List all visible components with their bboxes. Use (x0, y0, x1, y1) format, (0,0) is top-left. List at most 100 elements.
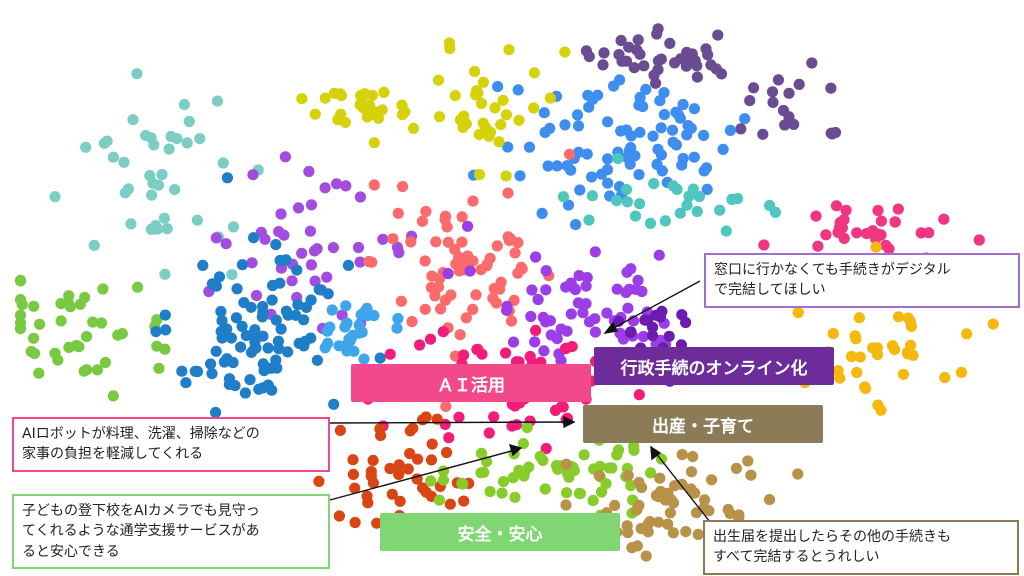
scatter-point-cluster-9 (545, 329, 557, 341)
scatter-point-cluster-15 (453, 411, 465, 423)
scatter-point-cluster-8 (490, 297, 502, 309)
scatter-point-cluster-16 (663, 330, 675, 342)
scatter-point-cluster-17 (426, 438, 438, 450)
scatter-point-cluster-14 (902, 348, 914, 360)
scatter-point-cluster-17 (334, 424, 346, 436)
scatter-point-cluster-2 (559, 119, 571, 131)
scatter-point-cluster-19 (636, 481, 648, 494)
scatter-point-cluster-9 (617, 333, 630, 345)
scatter-point-cluster-5 (156, 169, 168, 181)
scatter-point-cluster-0 (680, 60, 693, 72)
scatter-point-cluster-2 (654, 95, 666, 107)
scatter-point-cluster-10 (851, 227, 863, 239)
scatter-point-cluster-17 (425, 454, 438, 466)
scatter-point-cluster-7 (354, 256, 366, 268)
scatter-point-cluster-11 (55, 315, 67, 327)
scatter-point-cluster-15 (506, 420, 518, 432)
scatter-point-cluster-12 (210, 406, 222, 419)
callout-gov-online: 窓口に行かなくても手続きがデジタル で完結してほしい (704, 253, 1020, 308)
scatter-point-cluster-2 (655, 149, 668, 161)
scatter-point-cluster-19 (699, 494, 711, 506)
scatter-point-cluster-7 (319, 182, 331, 194)
scatter-point-cluster-3 (376, 104, 388, 116)
callout-line: で完結してほしい (714, 282, 826, 299)
scatter-point-cluster-2 (637, 101, 649, 113)
scatter-point-cluster-18 (425, 475, 437, 487)
scatter-point-cluster-12 (262, 342, 274, 354)
scatter-point-cluster-2 (688, 151, 700, 163)
scatter-point-cluster-0 (623, 41, 635, 53)
callout-safety: 子どもの登下校をAIカメラでも見守っ てくれるような通学支援サービスがあ ると安… (12, 494, 330, 569)
scatter-point-cluster-0 (638, 60, 650, 72)
callout-line: すべて完結するとうれしい (713, 549, 880, 566)
scatter-point-cluster-2 (688, 103, 701, 115)
scatter-point-cluster-5 (125, 218, 137, 230)
scatter-point-cluster-9 (636, 285, 648, 298)
scatter-point-cluster-12 (270, 239, 282, 251)
scatter-point-cluster-19 (722, 503, 734, 516)
scatter-point-cluster-12 (266, 294, 278, 306)
scatter-point-cluster-4 (500, 170, 512, 182)
scatter-point-cluster-8 (504, 233, 517, 245)
scatter-point-cluster-12 (267, 279, 279, 292)
arrow-gov (609, 280, 701, 331)
scatter-point-cluster-9 (625, 263, 637, 275)
scatter-point-cluster-8 (454, 329, 466, 341)
scatter-point-cluster-2 (656, 165, 668, 177)
scatter-point-cluster-11 (33, 367, 45, 379)
scatter-point-cluster-2 (624, 158, 636, 170)
scatter-point-cluster-0 (632, 34, 644, 46)
scatter-point-cluster-5 (227, 221, 240, 233)
scatter-point-cluster-18 (457, 478, 469, 490)
arrow-safety (329, 449, 516, 501)
scatter-point-cluster-4 (477, 76, 489, 88)
scatter-point-cluster-8 (467, 303, 479, 315)
scatter-point-cluster-2 (615, 125, 627, 137)
callout-line: AIロボットが料理、洗濯、掃除などの (22, 426, 260, 442)
scatter-point-cluster-6 (769, 206, 782, 218)
scatter-point-cluster-5 (118, 156, 130, 168)
scatter-point-cluster-17 (361, 490, 373, 502)
scatter-point-cluster-7 (354, 191, 366, 203)
scatter-point-cluster-2 (561, 160, 573, 172)
scatter-point-cluster-12 (266, 384, 278, 396)
scatter-point-cluster-7 (247, 169, 259, 181)
scatter-point-cluster-10 (880, 239, 892, 251)
scatter-point-cluster-17 (412, 453, 424, 465)
scatter-point-cluster-11 (49, 347, 61, 359)
scatter-point-cluster-2 (492, 81, 504, 93)
scatter-point-cluster-18 (539, 483, 551, 495)
scatter-point-cluster-2 (666, 124, 679, 136)
scatter-point-cluster-7 (278, 229, 290, 241)
scatter-point-cluster-4 (528, 102, 540, 114)
scatter-point-cluster-17 (347, 454, 359, 466)
scatter-point-cluster-12 (253, 383, 265, 395)
scatter-point-cluster-3 (407, 122, 420, 134)
scatter-point-cluster-7 (377, 233, 389, 245)
scatter-point-cluster-1 (779, 119, 791, 131)
scatter-point-cluster-10 (923, 227, 935, 239)
scatter-point-cluster-11 (95, 317, 108, 329)
scatter-point-cluster-3 (319, 92, 331, 104)
scatter-point-cluster-9 (623, 283, 635, 295)
scatter-point-cluster-11 (87, 316, 99, 328)
scatter-point-cluster-19 (560, 499, 572, 511)
scatter-point-cluster-7 (292, 202, 305, 214)
scatter-point-cluster-14 (939, 371, 951, 384)
scatter-point-cluster-2 (602, 177, 614, 189)
scatter-point-cluster-18 (613, 444, 625, 456)
scatter-point-cluster-19 (609, 499, 621, 511)
scatter-point-cluster-12 (342, 259, 354, 271)
scatter-point-cluster-16 (639, 314, 651, 326)
scatter-point-cluster-19 (703, 505, 715, 517)
scatter-point-cluster-12 (248, 330, 260, 343)
scatter-point-cluster-2 (677, 152, 689, 165)
scatter-point-cluster-15 (437, 326, 449, 338)
scatter-point-cluster-17 (384, 462, 396, 475)
scatter-point-cluster-12 (236, 320, 248, 332)
scatter-point-cluster-11 (132, 281, 144, 293)
scatter-point-cluster-7 (220, 238, 232, 250)
scatter-point-cluster-12 (223, 373, 236, 385)
scatter-point-cluster-15 (483, 427, 495, 439)
scatter-point-cluster-4 (559, 46, 571, 58)
